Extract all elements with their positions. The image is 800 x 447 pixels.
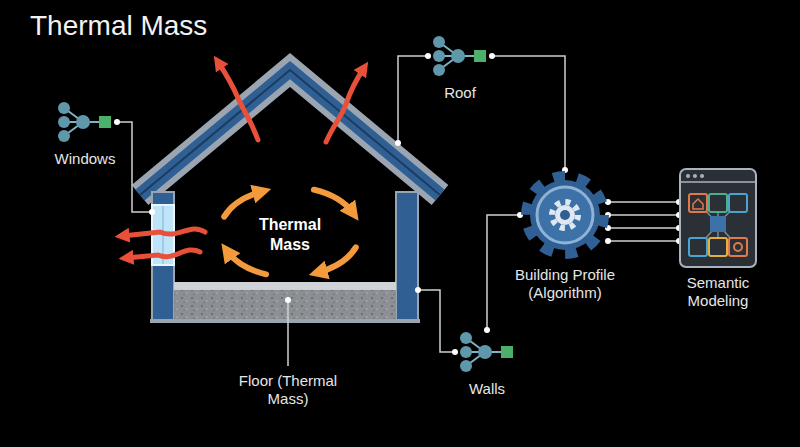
app-window-icon <box>679 168 757 268</box>
floor-slab <box>174 290 396 320</box>
heat-loss-arrow <box>218 62 258 140</box>
network-node: Walls <box>447 330 527 398</box>
connector-line <box>398 56 428 143</box>
roof-band <box>140 70 440 195</box>
connector <box>605 212 682 218</box>
roof-line <box>140 70 440 195</box>
semantic-panel: Semantic Modeling <box>676 168 760 310</box>
connector-line <box>608 214 679 216</box>
heat-arrow <box>227 251 266 274</box>
node-label: Semantic Modeling <box>676 274 760 310</box>
node-label: Building Profile (Algorithm) <box>495 266 635 302</box>
connector-line <box>117 122 152 212</box>
network-icon <box>53 100 117 144</box>
right-wall <box>396 192 418 322</box>
part-label: Floor (Thermal Mass) <box>218 372 358 408</box>
network-node: Windows <box>45 100 125 168</box>
heat-loss-arrow <box>122 229 205 236</box>
connector <box>605 199 682 205</box>
network-icon <box>455 330 519 374</box>
heat-arrow <box>318 247 356 272</box>
connector-dot <box>395 140 401 146</box>
connector-dot <box>114 119 120 125</box>
node-label: Roof <box>418 84 502 102</box>
connector-line <box>418 290 455 352</box>
connector-dot <box>489 53 495 59</box>
house-node: Thermal Mass <box>140 55 440 325</box>
connector <box>114 119 155 215</box>
gear-icon <box>520 170 610 260</box>
connector-line <box>608 240 679 242</box>
node-label: Windows <box>45 150 125 168</box>
heat-loss-arrows <box>122 62 364 258</box>
node-label: Walls <box>447 380 527 398</box>
connector <box>605 225 682 231</box>
center-label: Thermal Mass <box>250 215 330 255</box>
roof-outer <box>140 70 440 195</box>
heat-loss-arrow <box>326 68 364 142</box>
connector <box>489 53 568 173</box>
heat-loss-arrow <box>126 250 200 258</box>
heat-arrow <box>314 190 353 213</box>
connector-dot <box>415 287 421 293</box>
floor-leader <box>287 300 289 366</box>
connector-dot <box>605 238 611 244</box>
connector-dot <box>484 327 490 333</box>
connector <box>395 53 431 146</box>
foundation-line <box>150 319 420 323</box>
network-icon <box>428 34 492 78</box>
heat-arrow <box>224 192 262 217</box>
connector-dot <box>425 53 431 59</box>
network-node: Roof <box>418 34 502 102</box>
connector-line <box>608 227 679 229</box>
algorithm-gear: Building Profile (Algorithm) <box>495 170 635 302</box>
connector-line <box>492 56 565 170</box>
connector-dot <box>149 209 155 215</box>
diagram-title: Thermal Mass <box>30 10 207 42</box>
circulation-arrows <box>224 190 356 275</box>
connector <box>415 287 458 355</box>
connector <box>605 238 682 244</box>
connector-line <box>608 201 679 203</box>
connector-dot <box>452 349 458 355</box>
floor-surface <box>174 282 396 290</box>
leader-dot <box>285 297 291 303</box>
